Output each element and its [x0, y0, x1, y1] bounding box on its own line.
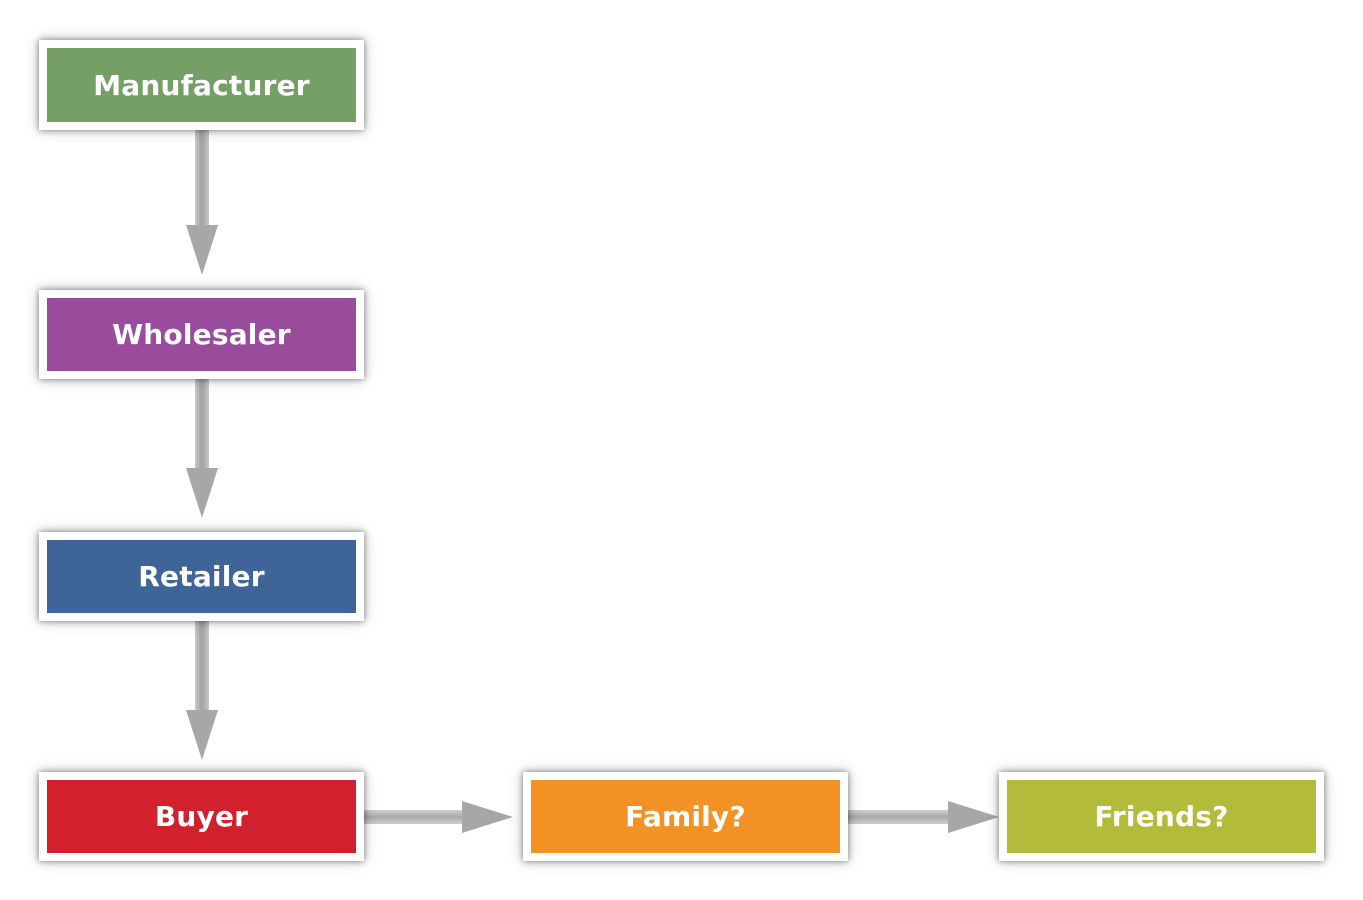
node-label: Friends? — [1094, 800, 1229, 833]
node-label: Retailer — [138, 560, 265, 593]
node-buyer: Buyer — [39, 772, 364, 861]
node-label: Buyer — [154, 800, 249, 833]
arrow-wholesaler-to-retailer — [186, 379, 218, 518]
arrow-manufacturer-to-wholesaler — [186, 130, 218, 275]
node-wholesaler: Wholesaler — [39, 290, 364, 379]
node-friends: Friends? — [999, 772, 1324, 861]
arrow-retailer-to-buyer — [186, 621, 218, 760]
arrow-family-to-friends — [848, 801, 999, 833]
node-manufacturer: Manufacturer — [39, 40, 364, 130]
node-label: Manufacturer — [93, 68, 310, 102]
node-retailer: Retailer — [39, 532, 364, 621]
arrow-buyer-to-family — [364, 801, 513, 833]
node-label: Family? — [625, 800, 746, 833]
node-label: Wholesaler — [112, 318, 291, 351]
node-family: Family? — [523, 772, 848, 861]
